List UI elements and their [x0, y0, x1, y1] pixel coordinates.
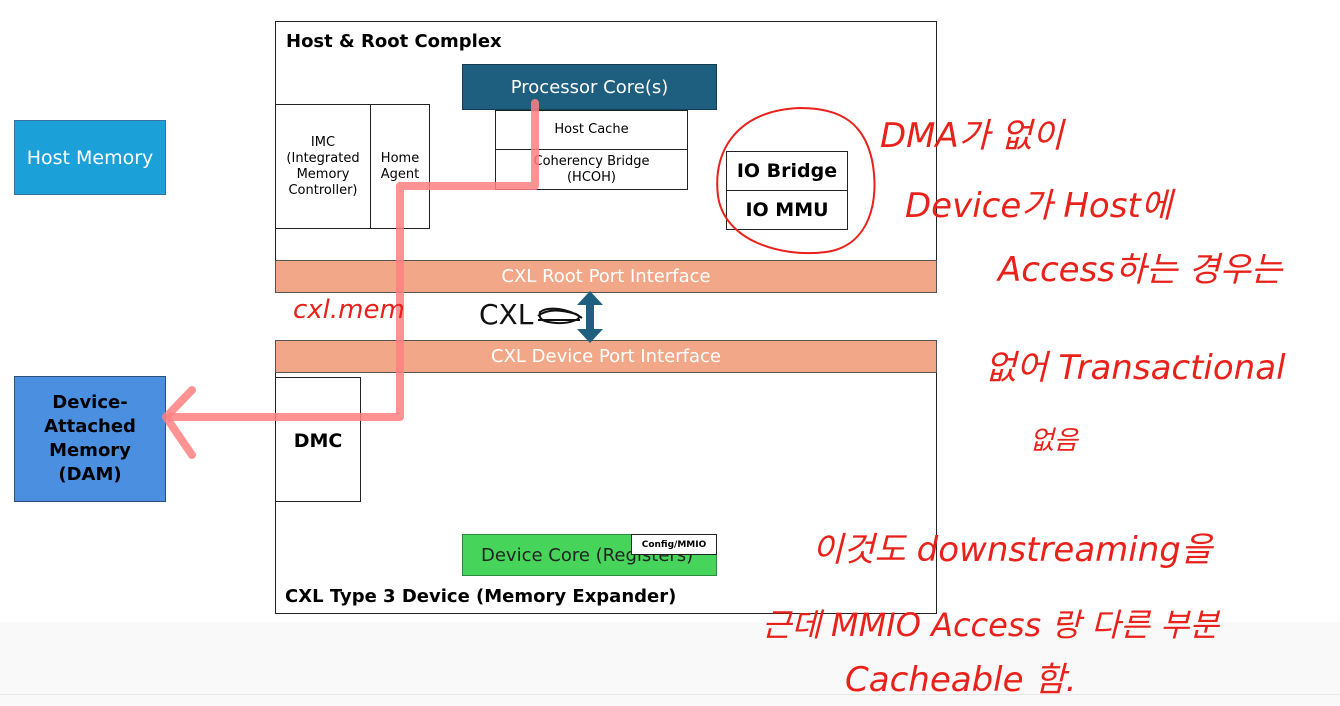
- host-memory-box: Host Memory: [14, 120, 166, 195]
- annotation-cxl-mem: cxl.mem: [293, 295, 405, 325]
- processor-core-box: Processor Core(s): [462, 64, 717, 110]
- io-bridge-box: IO Bridge: [726, 151, 848, 191]
- host-root-complex-title: Host & Root Complex: [286, 31, 502, 52]
- config-mmio-label: Config/MMIO: [641, 539, 707, 550]
- footer-divider: [0, 694, 1340, 695]
- annotation-line-4: 없어 Transactional: [985, 348, 1286, 388]
- io-mmu-label: IO MMU: [745, 199, 829, 221]
- dam-box: Device- Attached Memory (DAM): [14, 376, 166, 502]
- footer-band: [0, 622, 1340, 706]
- imc-box: IMC (Integrated Memory Controller): [275, 104, 371, 229]
- annotation-line-6: 이것도 downstreaming을: [812, 530, 1213, 570]
- imc-line-2: (Integrated: [286, 150, 360, 166]
- io-bridge-label: IO Bridge: [736, 160, 838, 182]
- host-cache-box: Host Cache: [495, 110, 688, 150]
- dmc-label: DMC: [293, 430, 343, 452]
- cxl-root-port-label: CXL Root Port Interface: [501, 266, 711, 287]
- annotation-line-8: Cacheable 함.: [845, 660, 1077, 700]
- dam-line-2: Attached: [44, 416, 136, 437]
- cxl-device-port-interface: CXL Device Port Interface: [275, 340, 937, 373]
- processor-core-label: Processor Core(s): [510, 76, 669, 98]
- annotation-line-2: Device가 Host에: [905, 186, 1173, 226]
- annotation-line-1: DMA가 없이: [880, 116, 1064, 156]
- cxl-root-port-interface: CXL Root Port Interface: [275, 260, 937, 293]
- home-agent-line-1: Home: [380, 150, 420, 166]
- cxl-scribble: [537, 307, 583, 325]
- cxl-link-label: CXL: [479, 298, 534, 331]
- dam-line-3: Memory: [49, 440, 131, 461]
- host-memory-label: Host Memory: [26, 146, 154, 169]
- coherency-bridge-line-1: Coherency Bridge: [533, 153, 650, 169]
- cxl-type3-device-title: CXL Type 3 Device (Memory Expander): [285, 586, 677, 607]
- dmc-box: DMC: [275, 377, 361, 502]
- dam-line-4: (DAM): [58, 464, 122, 485]
- io-mmu-box: IO MMU: [726, 190, 848, 230]
- cxl-link-arrow: [577, 291, 603, 343]
- imc-line-4: Controller): [288, 182, 358, 198]
- home-agent-line-2: Agent: [380, 166, 420, 182]
- annotation-line-7: 근데 MMIO Access 랑 다른 부분: [762, 606, 1219, 644]
- annotation-line-3: Access하는 경우는: [998, 250, 1283, 290]
- imc-line-3: Memory: [296, 166, 350, 182]
- home-agent-box: Home Agent: [370, 104, 430, 229]
- coherency-bridge-line-2: (HCOH): [566, 169, 616, 185]
- annotation-line-5: 없음: [1030, 426, 1078, 456]
- coherency-bridge-box: Coherency Bridge (HCOH): [495, 149, 688, 190]
- config-mmio-tag: Config/MMIO: [631, 534, 717, 555]
- imc-line-1: IMC: [310, 134, 336, 150]
- host-cache-label: Host Cache: [554, 122, 629, 137]
- cxl-device-port-label: CXL Device Port Interface: [491, 346, 721, 367]
- dam-line-1: Device-: [52, 392, 128, 413]
